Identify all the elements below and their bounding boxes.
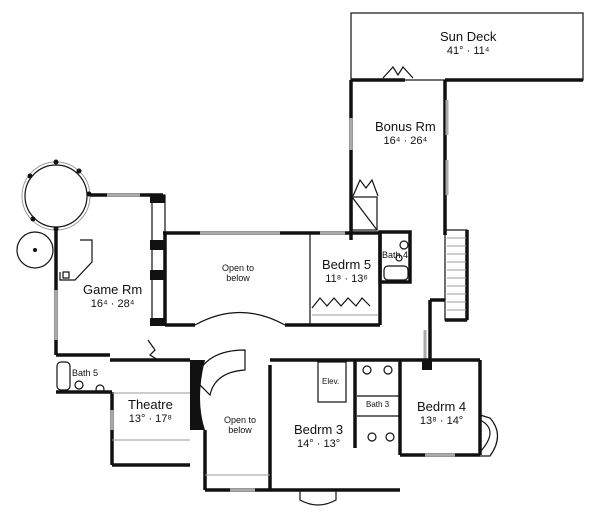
game-room-walls xyxy=(16,159,166,355)
bedrm-4-name: Bedrm 4 xyxy=(417,399,467,414)
theatre-dims: 13° · 17⁸ xyxy=(128,412,173,425)
open-to-below-2-line2: below xyxy=(228,425,252,436)
sun-deck-name: Sun Deck xyxy=(440,29,497,44)
open-to-below-2-label: Open to below xyxy=(224,415,256,436)
open-to-below-2-line1: Open to xyxy=(224,415,257,425)
game-rm-name: Game Rm xyxy=(83,282,143,297)
bedrm-3-dims: 14° · 13° xyxy=(297,437,341,450)
sun-deck-label: Sun Deck 41° · 11⁴ xyxy=(440,29,497,58)
bedrm-5-label: Bedrm 5 11⁸ · 13⁶ xyxy=(322,257,372,286)
bath-5-label: Bath 5 xyxy=(72,368,99,378)
theatre-name: Theatre xyxy=(128,397,173,412)
theatre-walls xyxy=(56,339,205,467)
open-to-below-1-label: Open to below xyxy=(222,263,254,284)
elev-label: Elev. xyxy=(322,377,340,386)
bedrm-3-walls xyxy=(270,358,400,506)
open-to-below-1-line1: Open to xyxy=(222,263,255,273)
bedrm-3-name: Bedrm 3 xyxy=(294,422,344,437)
theatre-label: Theatre 13° · 17⁸ xyxy=(128,397,173,426)
bedrm-3-label: Bedrm 3 14° · 13° xyxy=(294,422,344,451)
bedrm-5-name: Bedrm 5 xyxy=(322,257,372,272)
game-rm-dims: 16⁴ · 28⁴ xyxy=(90,297,135,310)
bonus-rm-dims: 16⁴ · 26⁴ xyxy=(383,134,428,147)
bath-4-label: Bath 4 xyxy=(382,250,409,260)
bedrm-4-walls xyxy=(398,358,499,457)
bath-3-label: Bath 3 xyxy=(366,400,390,409)
bonus-rm-label: Bonus Rm 16⁴ · 26⁴ xyxy=(375,119,436,148)
bedrm-4-dims: 13⁸ · 14° xyxy=(419,414,464,427)
bonus-rm-name: Bonus Rm xyxy=(375,119,436,134)
bonus-room-walls xyxy=(349,80,449,240)
bedrm-5-dims: 11⁸ · 13⁶ xyxy=(325,272,368,285)
sun-deck-outline xyxy=(350,12,584,82)
open-to-below-1-line2: below xyxy=(226,273,250,284)
game-rm-label: Game Rm 16⁴ · 28⁴ xyxy=(83,282,143,311)
bedrm-4-label: Bedrm 4 13⁸ · 14° xyxy=(417,399,467,428)
curved-stair xyxy=(194,349,272,492)
stair-right xyxy=(423,229,469,360)
open-to-below-area-1 xyxy=(163,231,382,327)
sun-deck-dims: 41° · 11⁴ xyxy=(446,44,490,57)
